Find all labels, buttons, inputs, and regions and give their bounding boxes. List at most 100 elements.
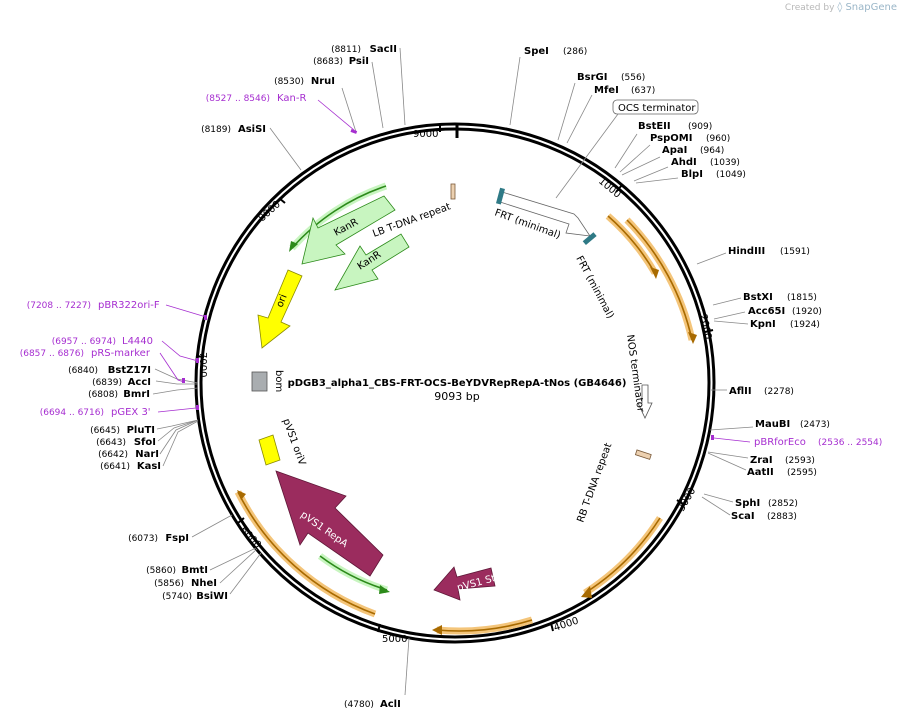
- site-bstxi-name[interactable]: BstXI: [743, 292, 773, 303]
- primer-prs-marker-name[interactable]: pRS-marker: [91, 348, 151, 359]
- site-aflii-name[interactable]: AflII: [729, 386, 752, 397]
- pvs1-repa-arrow[interactable]: [275, 470, 384, 577]
- tick-mark-7000: [195, 355, 205, 358]
- primer-marker-l4440[interactable]: [196, 358, 199, 363]
- orange-arrow-right-bottom: [581, 586, 592, 598]
- site-ahdi-name[interactable]: AhdI: [671, 157, 697, 168]
- ocs-terminator-leader: [555, 113, 619, 199]
- tick-label-5000: 5000: [382, 634, 407, 645]
- site-nhei-name[interactable]: NheI: [191, 578, 217, 589]
- rb-repeat-box[interactable]: [634, 449, 652, 460]
- primer-marker-kan-r[interactable]: [350, 129, 358, 134]
- site-psii-name[interactable]: PsiI: [349, 56, 369, 67]
- site-kasi-pos: (6641): [100, 462, 130, 472]
- primer-marker-pbr322ori-f[interactable]: [204, 315, 207, 320]
- green-feature-arcs: [289, 182, 390, 594]
- ocs-terminator-callout-box: [612, 99, 699, 115]
- site-zrai-name[interactable]: ZraI: [750, 455, 773, 466]
- site-sacii-name[interactable]: SacII: [370, 44, 397, 55]
- primer-marker-pgex3[interactable]: [196, 405, 199, 410]
- kanr-arrow-inner[interactable]: [334, 233, 410, 291]
- primer-marker-prs-marker[interactable]: [182, 378, 185, 383]
- leader-ahdi: [633, 166, 669, 182]
- site-asisi-pos: (8189): [201, 125, 231, 135]
- leader-apai: [621, 156, 661, 176]
- lb-repeat-box[interactable]: [450, 183, 456, 200]
- ori-arrow[interactable]: [257, 269, 303, 349]
- nos-terminator-arrow[interactable]: [637, 384, 653, 419]
- snapgene-logo: ◊ SnapGene: [837, 2, 897, 13]
- primer-pbrforeco-name[interactable]: pBRforEco: [754, 437, 806, 448]
- primer-leader-pbr322ori-f: [165, 304, 207, 318]
- tick-label-2000: 2000: [697, 313, 713, 340]
- green-arc-left-top-line: [291, 185, 387, 249]
- bom-box[interactable]: [251, 371, 268, 392]
- site-bmri-name[interactable]: BmrI: [123, 389, 150, 400]
- site-bsiwi-name[interactable]: BsiWI: [196, 591, 228, 602]
- site-bsteii-name[interactable]: BstEII: [638, 121, 671, 132]
- site-bstz17i-pos: (6840): [68, 366, 98, 376]
- tick-mark-2000: [704, 329, 714, 333]
- site-zrai-pos: (2593): [785, 456, 815, 466]
- site-apai-name[interactable]: ApaI: [662, 145, 687, 156]
- site-pspomi-name[interactable]: PspOMI: [650, 133, 692, 144]
- site-fspi-pos: (6073): [128, 534, 158, 544]
- created-by-label: Created by: [784, 3, 835, 13]
- leader-bstz17i: [154, 368, 199, 384]
- primer-pgex3-name[interactable]: pGEX 3': [111, 407, 151, 418]
- site-acc65i-name[interactable]: Acc65I: [748, 306, 785, 317]
- site-blpi-name[interactable]: BlpI: [681, 169, 703, 180]
- kanr-arrow-outer[interactable]: [301, 195, 396, 265]
- site-fspi-name[interactable]: FspI: [165, 533, 189, 544]
- site-pluti-name[interactable]: PluTI: [127, 425, 155, 436]
- site-asisi-name[interactable]: AsiSI: [238, 124, 266, 135]
- site-nrui-pos: (8530): [274, 77, 304, 87]
- site-nari-name[interactable]: NarI: [135, 449, 159, 460]
- site-acc65i-pos: (1920): [792, 307, 822, 317]
- leader-asisi: [269, 127, 302, 171]
- site-hindiii-name[interactable]: HindIII: [728, 246, 765, 257]
- primer-pbr322ori-f-name[interactable]: pBR322ori-F: [98, 300, 160, 311]
- site-kasi-name[interactable]: KasI: [137, 461, 161, 472]
- primer-l4440-range: (6957 .. 6974): [52, 337, 116, 347]
- primer-kan-r-range: (8527 .. 8546): [206, 94, 270, 104]
- site-nrui-name[interactable]: NruI: [311, 76, 335, 87]
- site-acci-name[interactable]: AccI: [128, 377, 151, 388]
- frt-marker-1[interactable]: [495, 187, 505, 205]
- primer-kan-r-name[interactable]: Kan-R: [277, 93, 306, 104]
- site-apai-pos: (964): [700, 146, 724, 156]
- tick-mark-8000: [278, 197, 286, 204]
- primer-marker-pbrforeco[interactable]: [711, 435, 714, 440]
- leader-acci: [155, 380, 198, 385]
- site-acli-name[interactable]: AclI: [380, 699, 401, 710]
- primer-leaders: [157, 99, 751, 443]
- primer-prs-marker-range: (6857 .. 6876): [20, 349, 84, 359]
- leader-fspi: [191, 514, 233, 538]
- site-acli-pos: (4780): [344, 700, 374, 710]
- site-bsrgi-name[interactable]: BsrGI: [577, 72, 607, 83]
- snapgene-brand: SnapGene: [845, 2, 897, 13]
- frt-outline-arrow[interactable]: [499, 191, 591, 237]
- site-leaders: [152, 47, 754, 696]
- site-aatii-name[interactable]: AatII: [747, 467, 774, 478]
- site-spei-name[interactable]: SpeI: [524, 46, 549, 57]
- site-scai-name[interactable]: ScaI: [731, 511, 755, 522]
- site-mfei-name[interactable]: MfeI: [594, 85, 619, 96]
- site-maubi-name[interactable]: MauBI: [755, 419, 790, 430]
- site-scai-pos: (2883): [767, 512, 797, 522]
- site-kpni-name[interactable]: KpnI: [750, 319, 776, 330]
- primer-l4440-name[interactable]: L4440: [122, 336, 153, 347]
- orange-arc-right-bottom-line: [584, 517, 661, 594]
- pvs1-staa-arrow[interactable]: [433, 566, 496, 601]
- tick-label-7000: 7000: [197, 352, 208, 377]
- site-bmti-name[interactable]: BmtI: [181, 565, 208, 576]
- site-bstz17i-name[interactable]: BstZ17I: [108, 365, 151, 376]
- pvs1-oriv-box[interactable]: [258, 434, 281, 466]
- leader-mfei: [566, 94, 593, 144]
- frt-marker-2[interactable]: [582, 232, 597, 246]
- pvs1-oriv-label: pVS1 oriV: [280, 417, 307, 467]
- site-sacii-pos: (8811): [331, 45, 361, 55]
- site-sfoi-name[interactable]: SfoI: [134, 437, 156, 448]
- ocs-terminator-label[interactable]: OCS terminator: [618, 103, 696, 114]
- site-sphi-name[interactable]: SphI: [735, 498, 760, 509]
